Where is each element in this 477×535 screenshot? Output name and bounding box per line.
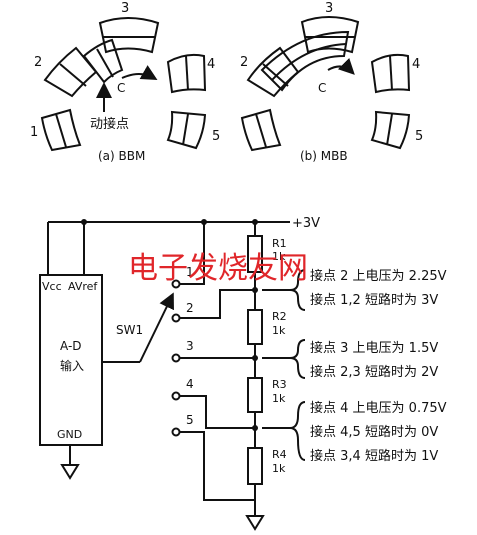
switch-contact-5 <box>171 427 181 437</box>
brace-2 <box>289 339 306 379</box>
contact-1-a-label: 1 <box>30 125 38 140</box>
rotor-a-label: C <box>117 81 125 95</box>
note-3: 接点 3 上电压为 1.5V <box>310 340 438 356</box>
adc-gnd-label: GND <box>57 428 82 441</box>
r3-name: R3 <box>272 378 287 391</box>
contact-3-a <box>98 17 160 54</box>
note-7: 接点 3,4 短路时为 1V <box>310 448 438 464</box>
note-1: 接点 2 上电压为 2.25V <box>310 268 447 284</box>
resistor-r4 <box>247 447 263 485</box>
contact-4-a-label: 4 <box>207 57 215 72</box>
resistor-r3 <box>247 377 263 413</box>
switch-arm <box>139 292 174 363</box>
switch-pos-5-label: 5 <box>186 413 194 427</box>
contact-4-b-label: 4 <box>412 57 420 72</box>
supply-label: +3V <box>292 216 320 231</box>
contact-5-b <box>370 110 411 150</box>
rotor-b <box>260 30 350 92</box>
contact-4-a <box>166 53 207 94</box>
contact-3-b-label: 3 <box>325 1 333 16</box>
caption-b: (b) MBB <box>300 149 348 163</box>
note-5: 接点 4 上电压为 0.75V <box>310 400 447 416</box>
r3-value: 1k <box>272 392 286 405</box>
adc-vcc-label: Vcc <box>42 280 62 293</box>
contact-1-b <box>240 108 282 152</box>
note-2: 接点 1,2 短路时为 3V <box>310 292 438 308</box>
r1-name: R1 <box>272 237 287 250</box>
switch-pos-4-label: 4 <box>186 377 194 391</box>
pointer-label: 动接点 <box>90 116 129 132</box>
adc-line2-label: 输入 <box>60 358 84 373</box>
contact-3-a-label: 3 <box>121 1 129 16</box>
r1-value: 1k <box>272 250 286 263</box>
note-4: 接点 2,3 短路时为 2V <box>310 364 438 380</box>
switch-contact-2 <box>171 313 181 323</box>
r4-value: 1k <box>272 462 286 475</box>
watermark: 电子发烧友网 <box>128 251 308 286</box>
junctions <box>81 219 258 431</box>
contact-2-b-label: 2 <box>240 55 248 70</box>
r2-name: R2 <box>272 310 287 323</box>
switch-pos-3-label: 3 <box>186 339 194 353</box>
note-6: 接点 4,5 短路时为 0V <box>310 424 438 440</box>
contact-5-b-label: 5 <box>415 129 423 144</box>
switch-contact-1 <box>171 279 181 289</box>
adc-ground-symbol <box>60 464 80 480</box>
contact-5-a <box>166 110 207 150</box>
contact-2-a-label: 2 <box>34 55 42 70</box>
caption-a: (a) BBM <box>98 149 145 163</box>
rotor-a <box>82 38 124 84</box>
switch-contact-3 <box>171 353 181 363</box>
brace-3 <box>289 401 306 461</box>
adc-line1-label: A-D <box>60 339 82 353</box>
rotor-b-label: C <box>318 81 326 95</box>
r2-value: 1k <box>272 324 286 337</box>
resistor-r2 <box>247 309 263 345</box>
contact-1-a <box>40 108 82 152</box>
figure-b-mbb <box>240 16 411 152</box>
r4-name: R4 <box>272 448 287 461</box>
adc-avref-label: AVref <box>68 280 98 293</box>
circuit <box>39 221 306 531</box>
ladder-ground-symbol <box>245 515 265 531</box>
contact-5-a-label: 5 <box>212 129 220 144</box>
switch-contact-4 <box>171 391 181 401</box>
switch-pos-1-label: 1 <box>186 265 194 279</box>
figure-a-bbm <box>40 17 207 152</box>
switch-label: SW1 <box>116 323 143 337</box>
switch-pos-2-label: 2 <box>186 301 194 315</box>
contact-4-b <box>370 53 411 94</box>
